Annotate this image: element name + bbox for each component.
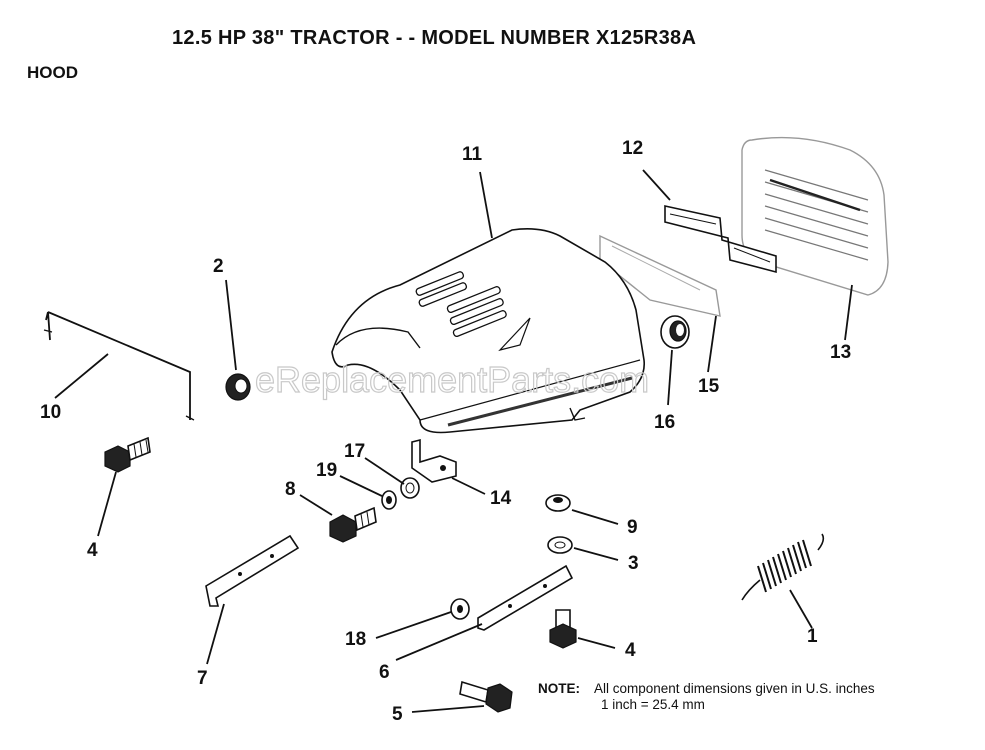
callout-8: 8	[285, 479, 296, 500]
part-13-grille	[741, 136, 889, 296]
callout-2: 2	[213, 256, 224, 277]
part-14-bracket	[411, 438, 457, 483]
callout-6: 6	[379, 662, 390, 683]
part-7-strap	[205, 534, 300, 607]
callout-3: 3	[628, 553, 639, 574]
part-1-spring	[741, 533, 825, 601]
page-title: 12.5 HP 38" TRACTOR - - MODEL NUMBER X12…	[172, 27, 697, 49]
callout-19: 19	[316, 460, 337, 481]
callout-14: 14	[490, 488, 512, 509]
callout-4-left: 4	[87, 540, 98, 561]
part-15-panel	[599, 234, 721, 317]
part-4-bolt-right	[549, 609, 577, 649]
callout-15: 15	[698, 376, 720, 397]
callout-10: 10	[40, 402, 61, 423]
section-heading: HOOD	[27, 63, 78, 82]
callout-17: 17	[344, 441, 365, 462]
leader-lines	[54, 169, 853, 713]
part-17-washer	[400, 477, 420, 499]
callout-12: 12	[622, 138, 643, 159]
dimensions-note: NOTE: All component dimensions given in U…	[538, 681, 875, 713]
part-2-bushing	[225, 373, 251, 401]
part-3-washer	[547, 536, 573, 554]
callout-18: 18	[345, 629, 366, 650]
part-9-nut	[545, 494, 571, 512]
note-line-1: All component dimensions given in U.S. i…	[594, 681, 875, 696]
callout-9: 9	[627, 517, 638, 538]
callout-labels: 1 2 3 4 4 5 6 7 8 9 10 11 12 13 14 15 16…	[40, 138, 851, 725]
callout-7: 7	[197, 668, 208, 689]
part-5-bolt	[459, 680, 513, 713]
part-19-washer	[381, 490, 397, 510]
callout-11: 11	[462, 144, 483, 165]
part-12-bracket	[664, 205, 777, 274]
part-16-grommet	[660, 315, 690, 349]
note-line-2: 1 inch = 25.4 mm	[601, 697, 705, 712]
part-8-bolt	[329, 506, 377, 543]
watermark: eReplacementParts.com	[255, 359, 649, 400]
callout-5: 5	[392, 704, 403, 725]
note-label: NOTE:	[538, 681, 580, 696]
callout-4-right: 4	[625, 640, 636, 661]
part-11-hood	[331, 228, 646, 434]
part-10-rod	[43, 311, 195, 421]
callout-16: 16	[654, 412, 675, 433]
part-18-washer	[450, 598, 470, 620]
part-4-bolt-left	[104, 436, 151, 473]
callout-13: 13	[830, 342, 851, 363]
callout-1: 1	[807, 626, 818, 647]
